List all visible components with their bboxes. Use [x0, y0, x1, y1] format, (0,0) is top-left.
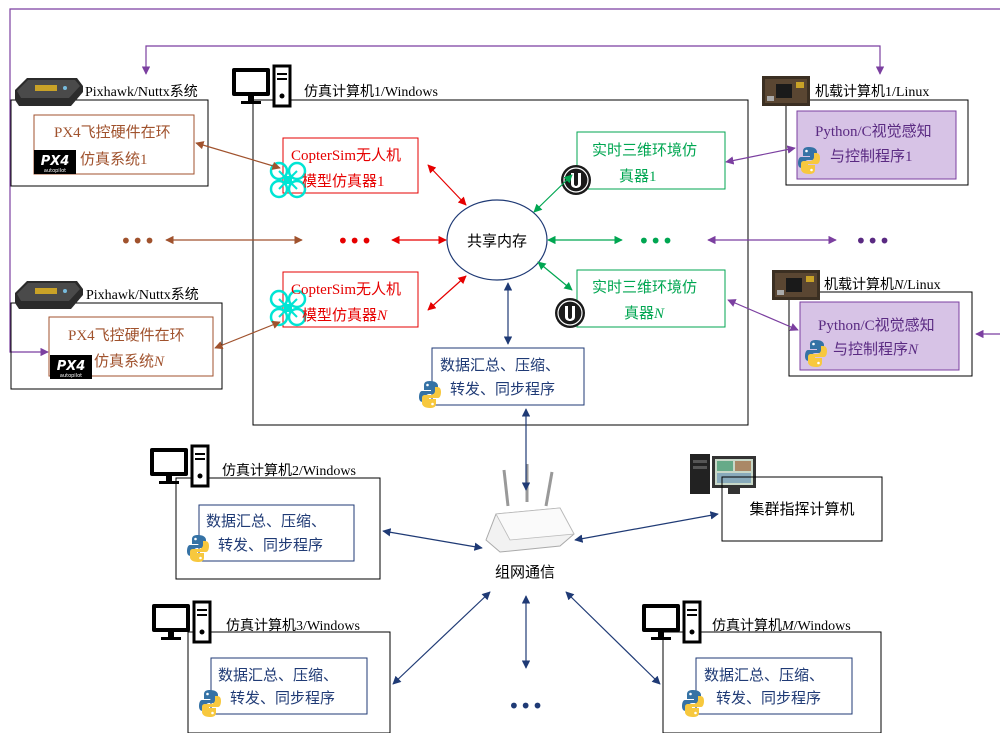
ellipsis-red: •••: [337, 229, 372, 253]
pixhawk1-board-icon: [15, 78, 83, 106]
coptersim1-line1: CopterSim无人机: [291, 147, 401, 164]
command-computer-box: [721, 476, 883, 542]
px4-hil1-line1: PX4飞控硬件在环: [54, 124, 171, 141]
pc3-box: [187, 631, 391, 733]
px4-logo-icon: [50, 355, 92, 379]
pc2-title: 仿真计算机2/Windows: [222, 463, 356, 479]
pcM-data-line1: 数据汇总、压缩、: [704, 667, 824, 684]
ellipsis-network: •••: [508, 694, 543, 718]
pixhawk1-title: Pixhawk/Nuttx系统: [85, 84, 198, 100]
ue1-line2: 真器1: [619, 167, 657, 185]
pc2-data-program-box: [198, 504, 355, 562]
command-computer-label: 集群指挥计算机: [749, 500, 854, 518]
pc2-box: [175, 477, 381, 580]
network-links: [382, 511, 719, 685]
ueN-box: [576, 269, 726, 328]
router-icon: [485, 464, 575, 553]
pcM-box: [662, 631, 882, 733]
ellipsis-brown: •••: [120, 229, 155, 253]
pyN-line2: 与控制程序N: [833, 341, 919, 358]
onboard-link-arrows: [707, 145, 837, 331]
py1-box: [796, 110, 957, 180]
purple-feedback-lines: [9, 8, 1000, 357]
unreal-engine-icon: [560, 164, 592, 196]
shared-memory-ellipse: [446, 199, 548, 281]
py1-line1: Python/C视觉感知: [815, 123, 932, 140]
pc3-data-line1: 数据汇总、压缩、: [218, 667, 338, 684]
ellipsis-purple: •••: [855, 229, 890, 253]
command-computer-icon: [690, 454, 756, 494]
pcM-data-line2: 转发、同步程序: [716, 690, 821, 707]
pixhawkN-board-icon: [15, 281, 83, 309]
px4-hilN-line2: 仿真系统N: [94, 352, 165, 370]
pc2-computer-icon: [148, 444, 210, 488]
onboardN-title: 机载计算机N/Linux: [824, 277, 941, 293]
pc3-computer-icon: [150, 600, 212, 644]
px4-logo-icon: [34, 150, 76, 174]
px4-link-arrows: [165, 141, 303, 350]
network-label: 组网通信: [495, 564, 555, 581]
pc3-data-line2: 转发、同步程序: [230, 690, 335, 707]
onboard1-title: 机载计算机1/Linux: [815, 84, 929, 100]
ellipsis-green: •••: [638, 229, 673, 253]
pc1-data-line1: 数据汇总、压缩、: [440, 357, 560, 374]
pc3-data-program-box: [210, 657, 368, 715]
pc2-data-line2: 转发、同步程序: [218, 537, 323, 554]
pcM-computer-icon: [640, 600, 702, 644]
pyN-line1: Python/C视觉感知: [818, 317, 935, 334]
pc1-internal-arrows: [391, 164, 623, 345]
onboardN-box: [788, 291, 973, 377]
pc1-data-line2: 转发、同步程序: [450, 381, 555, 398]
pixhawkN-title: Pixhawk/Nuttx系统: [86, 287, 199, 303]
coptersim1-line2: 模型仿真器1: [302, 172, 385, 190]
px4-hilN-line1: PX4飞控硬件在环: [68, 327, 185, 344]
px4-hil1-line2: 仿真系统1: [80, 150, 148, 168]
coptersimN-line2: 模型仿真器N: [302, 306, 388, 324]
ue1-box: [576, 131, 726, 190]
ueN-line2: 真器N: [624, 304, 665, 322]
ue1-line1: 实时三维环境仿: [592, 141, 697, 159]
unreal-engine-icon: [554, 297, 586, 329]
coptersim1-box: [282, 137, 419, 194]
pcM-title: 仿真计算机M/Windows: [712, 618, 851, 634]
linux-board-icon: [762, 76, 810, 106]
ueN-line1: 实时三维环境仿: [592, 278, 697, 296]
onboard1-box: [785, 99, 969, 186]
pcM-data-program-box: [695, 657, 853, 715]
pc3-title: 仿真计算机3/Windows: [226, 618, 360, 634]
pc2-data-line1: 数据汇总、压缩、: [206, 513, 326, 530]
pc1-data-program-box: [431, 347, 585, 406]
pc1-title: 仿真计算机1/Windows: [304, 84, 438, 100]
pyN-box: [799, 301, 960, 371]
coptersimN-line1: CopterSim无人机: [291, 281, 401, 298]
linux-board-icon: [772, 270, 820, 300]
shared-memory-label: 共享内存: [467, 233, 527, 250]
pc1-box: [252, 99, 749, 426]
py1-line2: 与控制程序1: [830, 148, 913, 165]
